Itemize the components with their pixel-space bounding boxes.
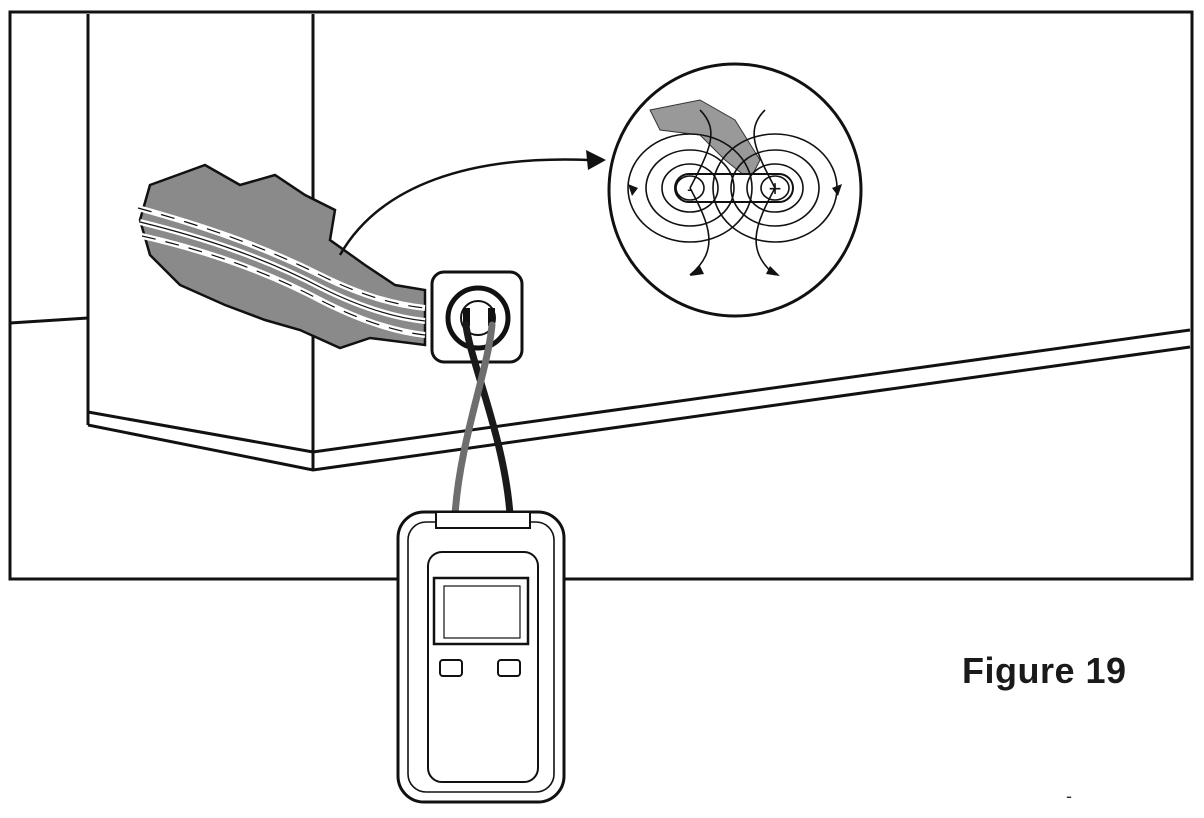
positive-charge-symbol: + bbox=[769, 176, 782, 201]
wall-cutaway bbox=[137, 163, 427, 350]
tester-right-button bbox=[497, 659, 521, 677]
tester-left-button bbox=[439, 659, 463, 677]
room-frame bbox=[8, 10, 1194, 581]
baseboard bbox=[87, 328, 1191, 472]
wall-socket bbox=[430, 270, 524, 364]
test-leads bbox=[451, 321, 514, 519]
field-detail-circle: - + bbox=[607, 62, 863, 318]
tester-device bbox=[396, 510, 566, 804]
stray-mark: - bbox=[1066, 786, 1072, 806]
figure-caption: Figure 19 bbox=[962, 650, 1127, 691]
negative-charge-symbol: - bbox=[687, 179, 693, 199]
detail-arrow bbox=[338, 150, 606, 256]
